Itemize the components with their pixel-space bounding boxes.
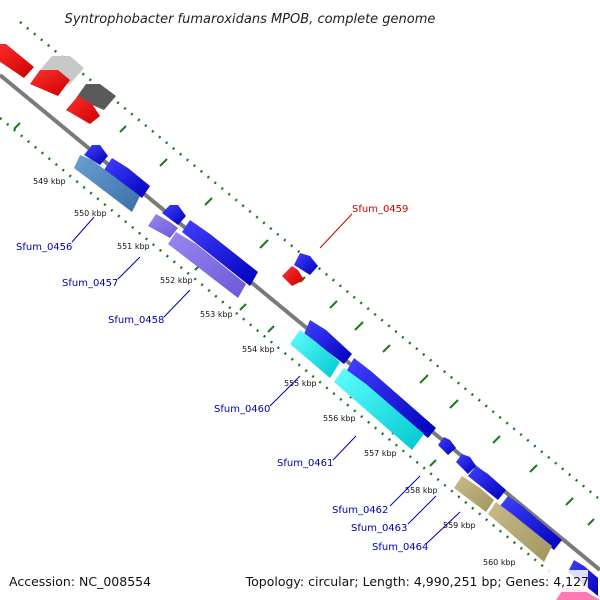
kbp-tick: 559 kbp: [443, 521, 476, 530]
kbp-tick: 549 kbp: [33, 177, 66, 186]
gene-block: [304, 320, 352, 364]
kbp-scale: 549 kbp 550 kbp 551 kbp 552 kbp 553 kbp …: [33, 177, 516, 567]
kbp-tick: 555 kbp: [284, 379, 317, 388]
gc-content-marks: [77, 91, 595, 526]
gene-label-sfum-0461[interactable]: Sfum_0461: [277, 458, 333, 469]
gene-block: [500, 496, 562, 550]
forward-genes-top[interactable]: [0, 44, 116, 124]
topology-label: Topology: circular; Length: 4,990,251 bp…: [245, 574, 589, 589]
gene-sfum-0458: [168, 232, 246, 298]
kbp-tick: 553 kbp: [200, 310, 233, 319]
gene-block: [488, 502, 552, 562]
gene-block: [346, 358, 436, 438]
gene-label-sfum-0456[interactable]: Sfum_0456: [16, 242, 72, 253]
kbp-tick: 558 kbp: [405, 486, 438, 495]
kbp-tick: 552 kbp: [160, 276, 193, 285]
kbp-tick: 550 kbp: [74, 209, 107, 218]
kbp-tick: 560 kbp: [483, 558, 516, 567]
gene-block: [182, 220, 258, 286]
gene-group-0457-0458[interactable]: [148, 205, 258, 298]
map-title: Syntrophobacter fumaroxidans MPOB, compl…: [65, 12, 436, 27]
gene-sfum-0456: [74, 155, 140, 212]
gene-block: [84, 145, 108, 165]
gene-sfum-0460: [290, 330, 340, 378]
gene-label-sfum-0458[interactable]: Sfum_0458: [108, 315, 164, 326]
gene-label-sfum-0462[interactable]: Sfum_0462: [332, 505, 388, 516]
gene-group-0456[interactable]: [74, 145, 150, 212]
gene-sfum-0461: [334, 368, 424, 450]
kbp-tick: 554 kbp: [242, 345, 275, 354]
gene-block: [104, 158, 150, 198]
gene-sfum-0462: [456, 454, 476, 474]
gene-labels[interactable]: Sfum_0456 Sfum_0457 Sfum_0458 Sfum_0459 …: [16, 204, 428, 553]
kbp-tick: 551 kbp: [117, 242, 150, 251]
gc-skew-marks: [13, 122, 527, 541]
gene-sfum-0457: [148, 214, 178, 238]
gene-sfum-0463: [468, 466, 506, 500]
gene-block: [162, 205, 186, 225]
gene-label-sfum-0463[interactable]: Sfum_0463: [351, 523, 407, 534]
kbp-tick: 556 kbp: [323, 414, 356, 423]
gene-label-sfum-0460[interactable]: Sfum_0460: [214, 404, 270, 415]
gene-group-0460-0461[interactable]: [290, 320, 436, 450]
gene-block: [438, 437, 456, 455]
label-leaders: [71, 213, 461, 545]
gene-label-sfum-0457[interactable]: Sfum_0457: [62, 278, 118, 289]
gene-group-0462-0464[interactable]: [438, 437, 600, 600]
kbp-tick: 557 kbp: [364, 449, 397, 458]
gene-label-sfum-0459[interactable]: Sfum_0459: [352, 204, 408, 215]
gc-guide-inner: [0, 117, 551, 573]
gene-label-sfum-0464[interactable]: Sfum_0464: [372, 542, 428, 553]
gene-sfum-0459[interactable]: [282, 253, 318, 286]
accession-label: Accession: NC_008554: [9, 574, 151, 589]
gene-sfum-0464: [454, 476, 494, 512]
footer-backdrop: [256, 570, 588, 592]
